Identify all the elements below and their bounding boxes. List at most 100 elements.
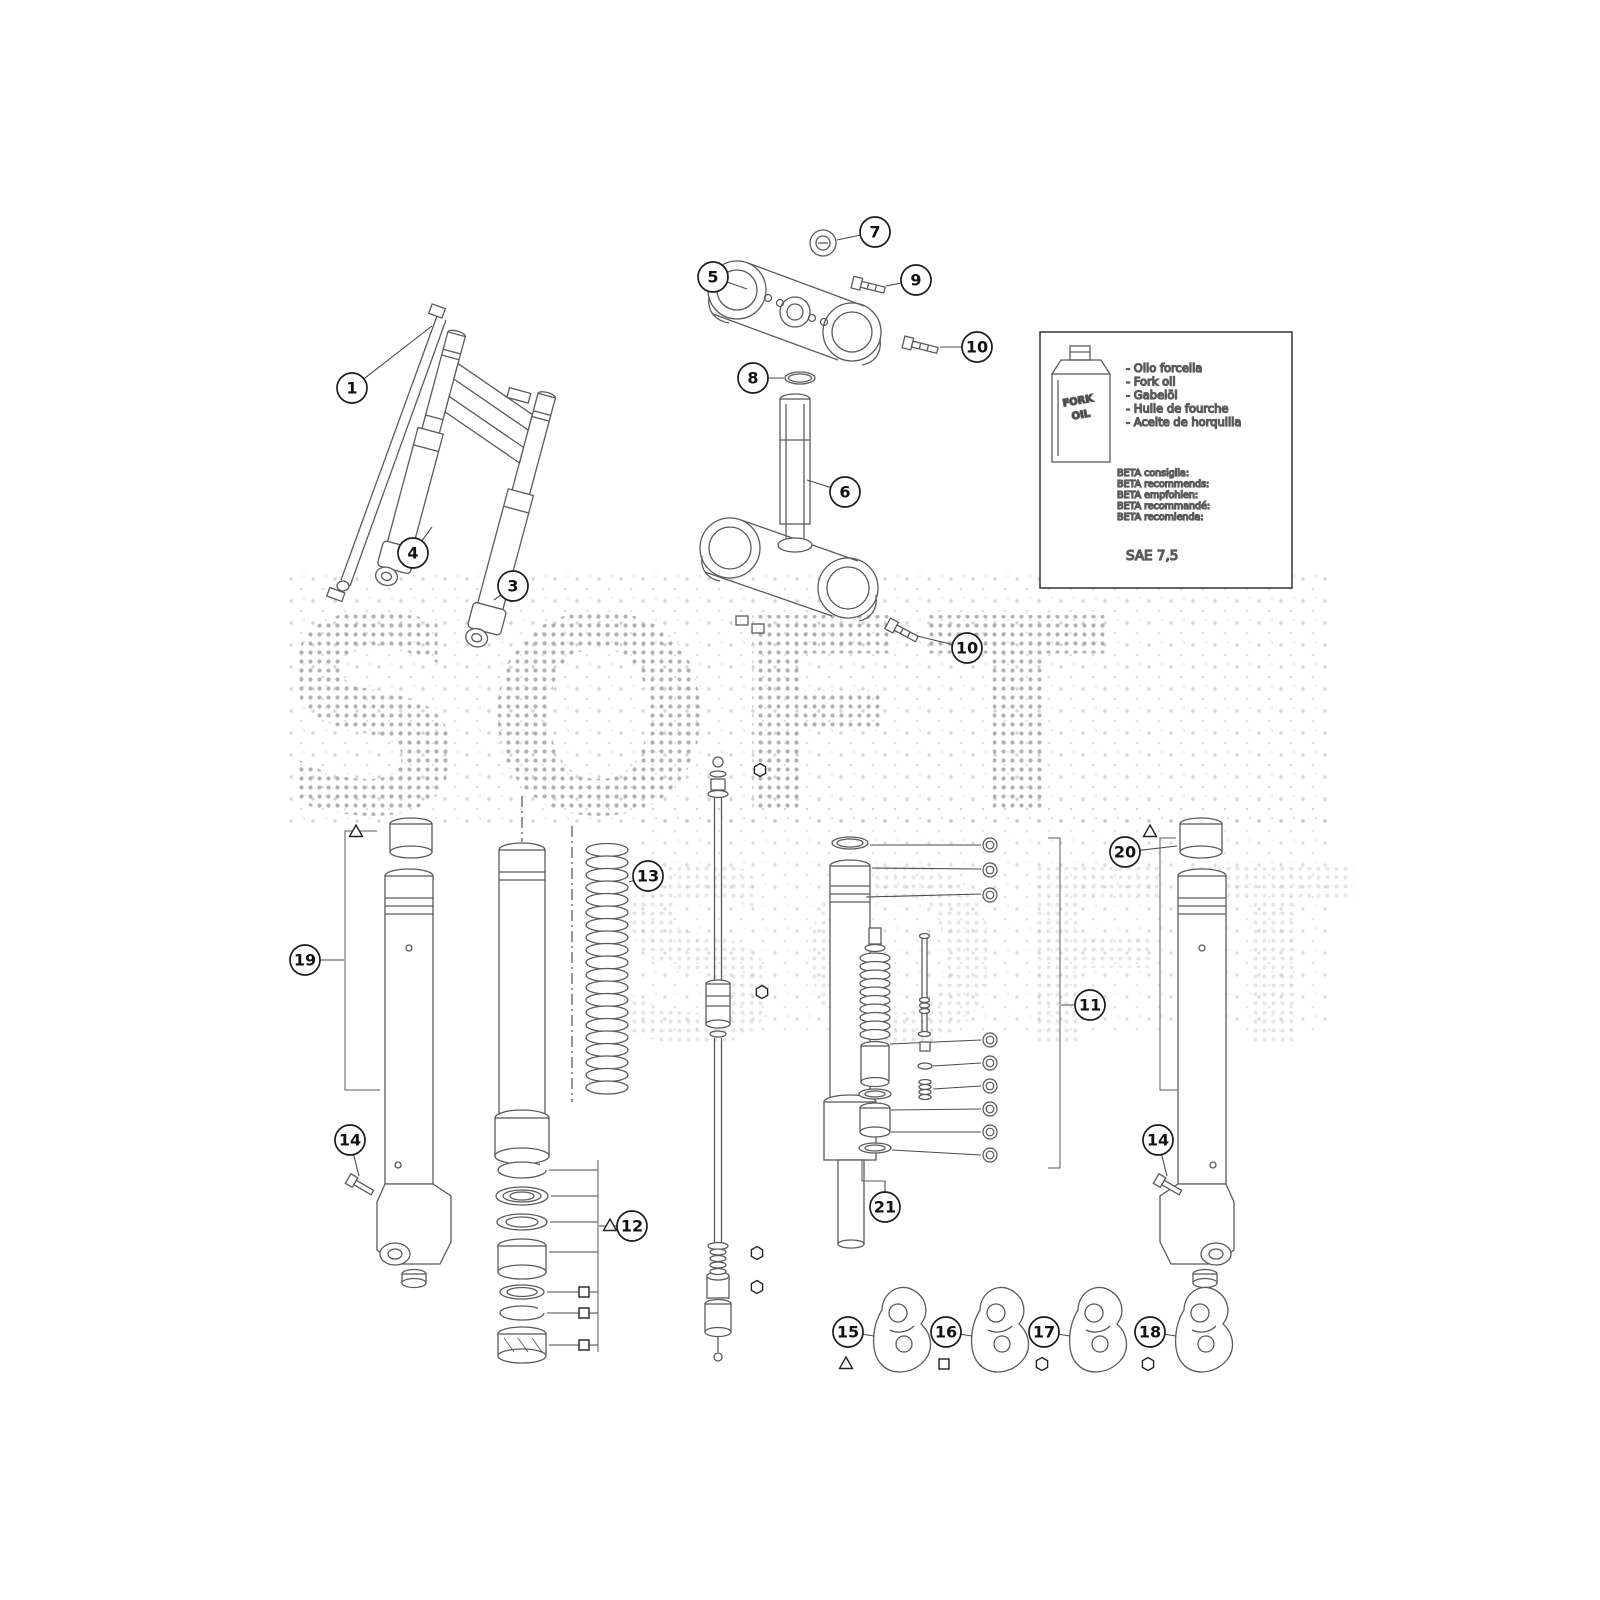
clamp-bolt-lower	[883, 617, 920, 643]
beta-line-it: BETA consiglia:	[1117, 468, 1189, 479]
bottle-label-line2: OIL	[1071, 408, 1092, 422]
callout-20[interactable]: 20	[1109, 836, 1141, 868]
oil-name-de: - Gabelöl	[1126, 388, 1178, 402]
callout-number: 10	[956, 639, 978, 658]
oil-name-es: - Aceite de horquilla	[1126, 415, 1241, 429]
steering-cap	[809, 229, 837, 257]
callout-number: 14	[1147, 1131, 1169, 1150]
oil-bottle-icon	[1051, 345, 1111, 463]
o-ring-column	[982, 837, 998, 1163]
callout-number: 4	[407, 544, 418, 563]
inner-tube	[494, 842, 550, 1165]
callout-10[interactable]: 10	[951, 632, 983, 664]
callout-18[interactable]: 18	[1134, 1316, 1166, 1348]
callout-10[interactable]: 10	[961, 331, 993, 363]
callout-number: 20	[1114, 843, 1136, 862]
fork-guard-15	[872, 1286, 932, 1373]
small-o-ring	[982, 1147, 998, 1163]
callout-number: 5	[707, 268, 718, 287]
hexagon-marker	[1141, 1356, 1155, 1372]
callout-number: 16	[935, 1323, 957, 1342]
callout-8[interactable]: 8	[737, 362, 769, 394]
bracket-21	[861, 1160, 885, 1182]
lower-triple-clamp	[699, 517, 879, 634]
small-o-ring	[982, 1078, 998, 1094]
brake-hose	[325, 303, 447, 603]
hexagon-marker	[753, 762, 767, 778]
o-ring-8	[784, 371, 816, 385]
callout-3[interactable]: 3	[497, 570, 529, 602]
callout-12[interactable]: 12	[616, 1210, 648, 1242]
small-o-ring	[982, 1032, 998, 1048]
clamp-bolt-mid	[901, 335, 939, 355]
callout-9[interactable]: 9	[900, 264, 932, 296]
seal-stack	[495, 1161, 550, 1364]
small-o-ring	[982, 1101, 998, 1117]
triangle-marker	[348, 823, 364, 838]
callout-number: 14	[339, 1131, 361, 1150]
damper-rod	[704, 756, 732, 1362]
callout-number: 1	[346, 379, 357, 398]
upper-triple-clamp	[707, 260, 882, 366]
main-spring	[585, 842, 629, 1095]
square-marker	[578, 1307, 590, 1319]
fork-guard-18	[1174, 1286, 1234, 1373]
callout-number: 17	[1033, 1323, 1055, 1342]
callout-19[interactable]: 19	[289, 944, 321, 976]
left-axle-foot	[376, 1183, 452, 1266]
callout-14[interactable]: 14	[334, 1124, 366, 1156]
callout-16[interactable]: 16	[930, 1316, 962, 1348]
callout-1[interactable]: 1	[336, 372, 368, 404]
right-fork-cap	[1179, 817, 1223, 859]
steering-stem	[779, 393, 811, 545]
oil-name-en: - Fork oil	[1126, 375, 1176, 389]
callout-4[interactable]: 4	[397, 537, 429, 569]
callout-15[interactable]: 15	[832, 1316, 864, 1348]
callout-number: 9	[910, 271, 921, 290]
fork-guard-16	[970, 1286, 1030, 1373]
callout-number: 21	[874, 1198, 896, 1217]
bracket-20	[1159, 837, 1178, 1091]
small-o-ring	[982, 887, 998, 903]
callout-11[interactable]: 11	[1074, 989, 1106, 1021]
oil-name-fr: - Huile de fourche	[1126, 402, 1228, 416]
right-outer-tube	[1177, 868, 1227, 1185]
hexagon-marker	[750, 1245, 764, 1261]
coil-springs	[585, 842, 629, 1095]
callout-number: 11	[1079, 996, 1101, 1015]
callout-7[interactable]: 7	[859, 216, 891, 248]
right-axle-foot	[1159, 1183, 1235, 1266]
square-marker	[938, 1358, 950, 1370]
coil-springs	[709, 952, 932, 1276]
cartridge	[858, 927, 933, 1154]
right-pinch-bolt	[1152, 1172, 1183, 1196]
oil-name-it: - Olio forcella	[1126, 361, 1202, 375]
callout-21[interactable]: 21	[869, 1191, 901, 1223]
hexagon-marker	[750, 1279, 764, 1295]
callout-14[interactable]: 14	[1142, 1124, 1174, 1156]
callout-17[interactable]: 17	[1028, 1316, 1060, 1348]
callout-number: 7	[869, 223, 880, 242]
left-axle-nut	[401, 1268, 427, 1289]
callout-number: 6	[839, 483, 850, 502]
small-o-ring	[982, 837, 998, 853]
callout-number: 19	[294, 951, 316, 970]
small-o-ring	[982, 1055, 998, 1071]
square-marker	[578, 1339, 590, 1351]
info-box: FORK OIL - Olio forcella - Fork oil - Ga…	[1039, 331, 1293, 589]
triangle-marker	[602, 1217, 618, 1232]
callout-number: 8	[747, 369, 758, 388]
bracket-11	[1048, 837, 1061, 1169]
callout-13[interactable]: 13	[632, 860, 664, 892]
left-fork-cap	[389, 817, 433, 859]
beta-line-de: BETA empfohlen:	[1117, 490, 1198, 501]
callout-number: 12	[621, 1217, 643, 1236]
callout-5[interactable]: 5	[697, 261, 729, 293]
callout-6[interactable]: 6	[829, 476, 861, 508]
hexagon-marker	[755, 984, 769, 1000]
callout-number: 18	[1139, 1323, 1161, 1342]
small-o-ring	[982, 862, 998, 878]
